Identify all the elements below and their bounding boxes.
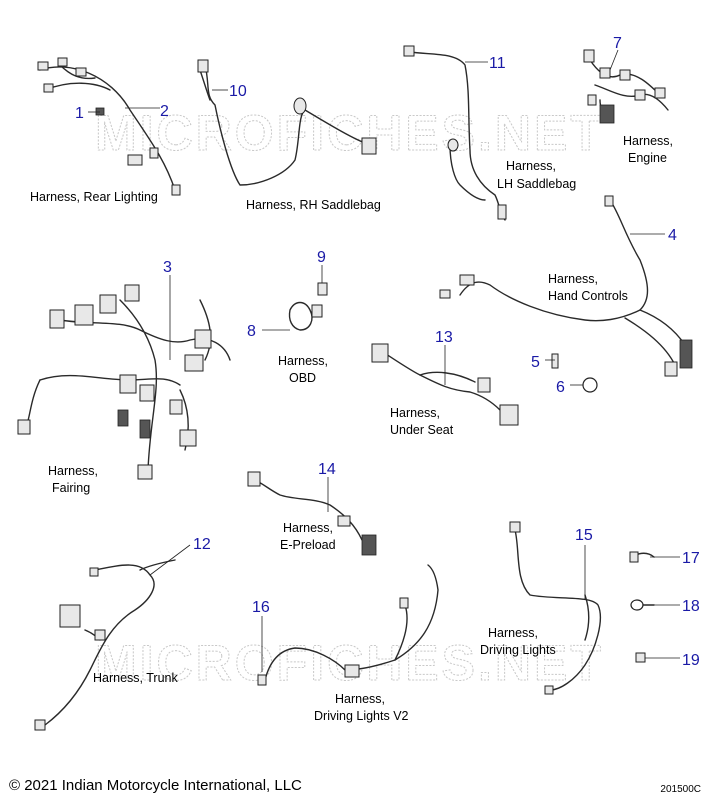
hand-controls-harness xyxy=(439,195,693,377)
trunk-harness xyxy=(34,559,176,731)
callout-18: 18 xyxy=(682,598,700,615)
callout-1: 1 xyxy=(75,105,84,122)
caption-e-preload-line1: Harness, xyxy=(283,521,333,535)
lh-saddlebag-harness xyxy=(403,45,507,221)
engine-harness xyxy=(583,49,669,124)
callout-15: 15 xyxy=(575,527,593,544)
callout-5: 5 xyxy=(531,354,540,371)
callout-3: 3 xyxy=(163,259,172,276)
caption-driving-lights-v2-line2: Driving Lights V2 xyxy=(314,709,409,723)
callout-14: 14 xyxy=(318,461,336,478)
fairing-harness xyxy=(17,284,231,480)
caption-trunk: Harness, Trunk xyxy=(93,671,179,685)
driving-lights-v2-harness xyxy=(257,564,439,686)
caption-engine-line2: Engine xyxy=(628,151,667,165)
caption-fairing-line2: Fairing xyxy=(52,481,90,495)
caption-obd-line1: Harness, xyxy=(278,354,328,368)
callout-9: 9 xyxy=(317,249,326,266)
caption-rh-saddlebag: Harness, RH Saddlebag xyxy=(246,198,381,212)
diagram-code: 201500C xyxy=(660,784,701,795)
watermark-top: MICROFICHES.NET xyxy=(95,105,604,161)
caption-under-seat-line2: Under Seat xyxy=(390,423,454,437)
caption-driving-lights-line1: Harness, xyxy=(488,626,538,640)
rh-saddlebag-harness xyxy=(197,59,377,186)
caption-engine-line1: Harness, xyxy=(623,134,673,148)
driving-lights-harness xyxy=(509,521,602,695)
callout-19: 19 xyxy=(682,652,700,669)
parts-17-18-19 xyxy=(629,551,655,663)
caption-fairing-line1: Harness, xyxy=(48,464,98,478)
callout-7: 7 xyxy=(613,35,622,52)
leader-lines xyxy=(88,49,680,672)
e-preload-harness xyxy=(247,471,377,556)
callout-13: 13 xyxy=(435,329,453,346)
caption-hand-controls-line2: Hand Controls xyxy=(548,289,628,303)
caption-driving-lights-line2: Driving Lights xyxy=(480,643,556,657)
callout-16: 16 xyxy=(252,599,270,616)
obd-harness xyxy=(288,282,328,331)
callout-2: 2 xyxy=(160,103,169,120)
caption-hand-controls-line1: Harness, xyxy=(548,272,598,286)
caption-lh-saddlebag-line1: Harness, xyxy=(506,159,556,173)
callout-10: 10 xyxy=(229,83,247,100)
callout-4: 4 xyxy=(668,227,677,244)
callout-8: 8 xyxy=(247,323,256,340)
under-seat-harness xyxy=(371,343,519,426)
caption-rear-lighting: Harness, Rear Lighting xyxy=(30,190,158,204)
callout-11: 11 xyxy=(489,55,506,72)
callout-17: 17 xyxy=(682,550,700,567)
watermark-bottom: MICROFICHES.NET xyxy=(95,635,604,691)
caption-lh-saddlebag-line2: LH Saddlebag xyxy=(497,177,576,191)
callout-12: 12 xyxy=(193,536,211,553)
caption-obd-line2: OBD xyxy=(289,371,316,385)
callout-6: 6 xyxy=(556,379,565,396)
copyright-notice: © 2021 Indian Motorcycle International, … xyxy=(9,777,302,794)
caption-driving-lights-v2-line1: Harness, xyxy=(335,692,385,706)
callout-numbers: 1 2 3 4 5 6 7 8 9 10 11 12 13 14 15 16 1… xyxy=(75,35,700,669)
rear-lighting-harness xyxy=(37,57,181,196)
captions: Harness, Rear Lighting Harness, RH Saddl… xyxy=(30,134,673,723)
caption-under-seat-line1: Harness, xyxy=(390,406,440,420)
caption-e-preload-line2: E-Preload xyxy=(280,538,336,552)
